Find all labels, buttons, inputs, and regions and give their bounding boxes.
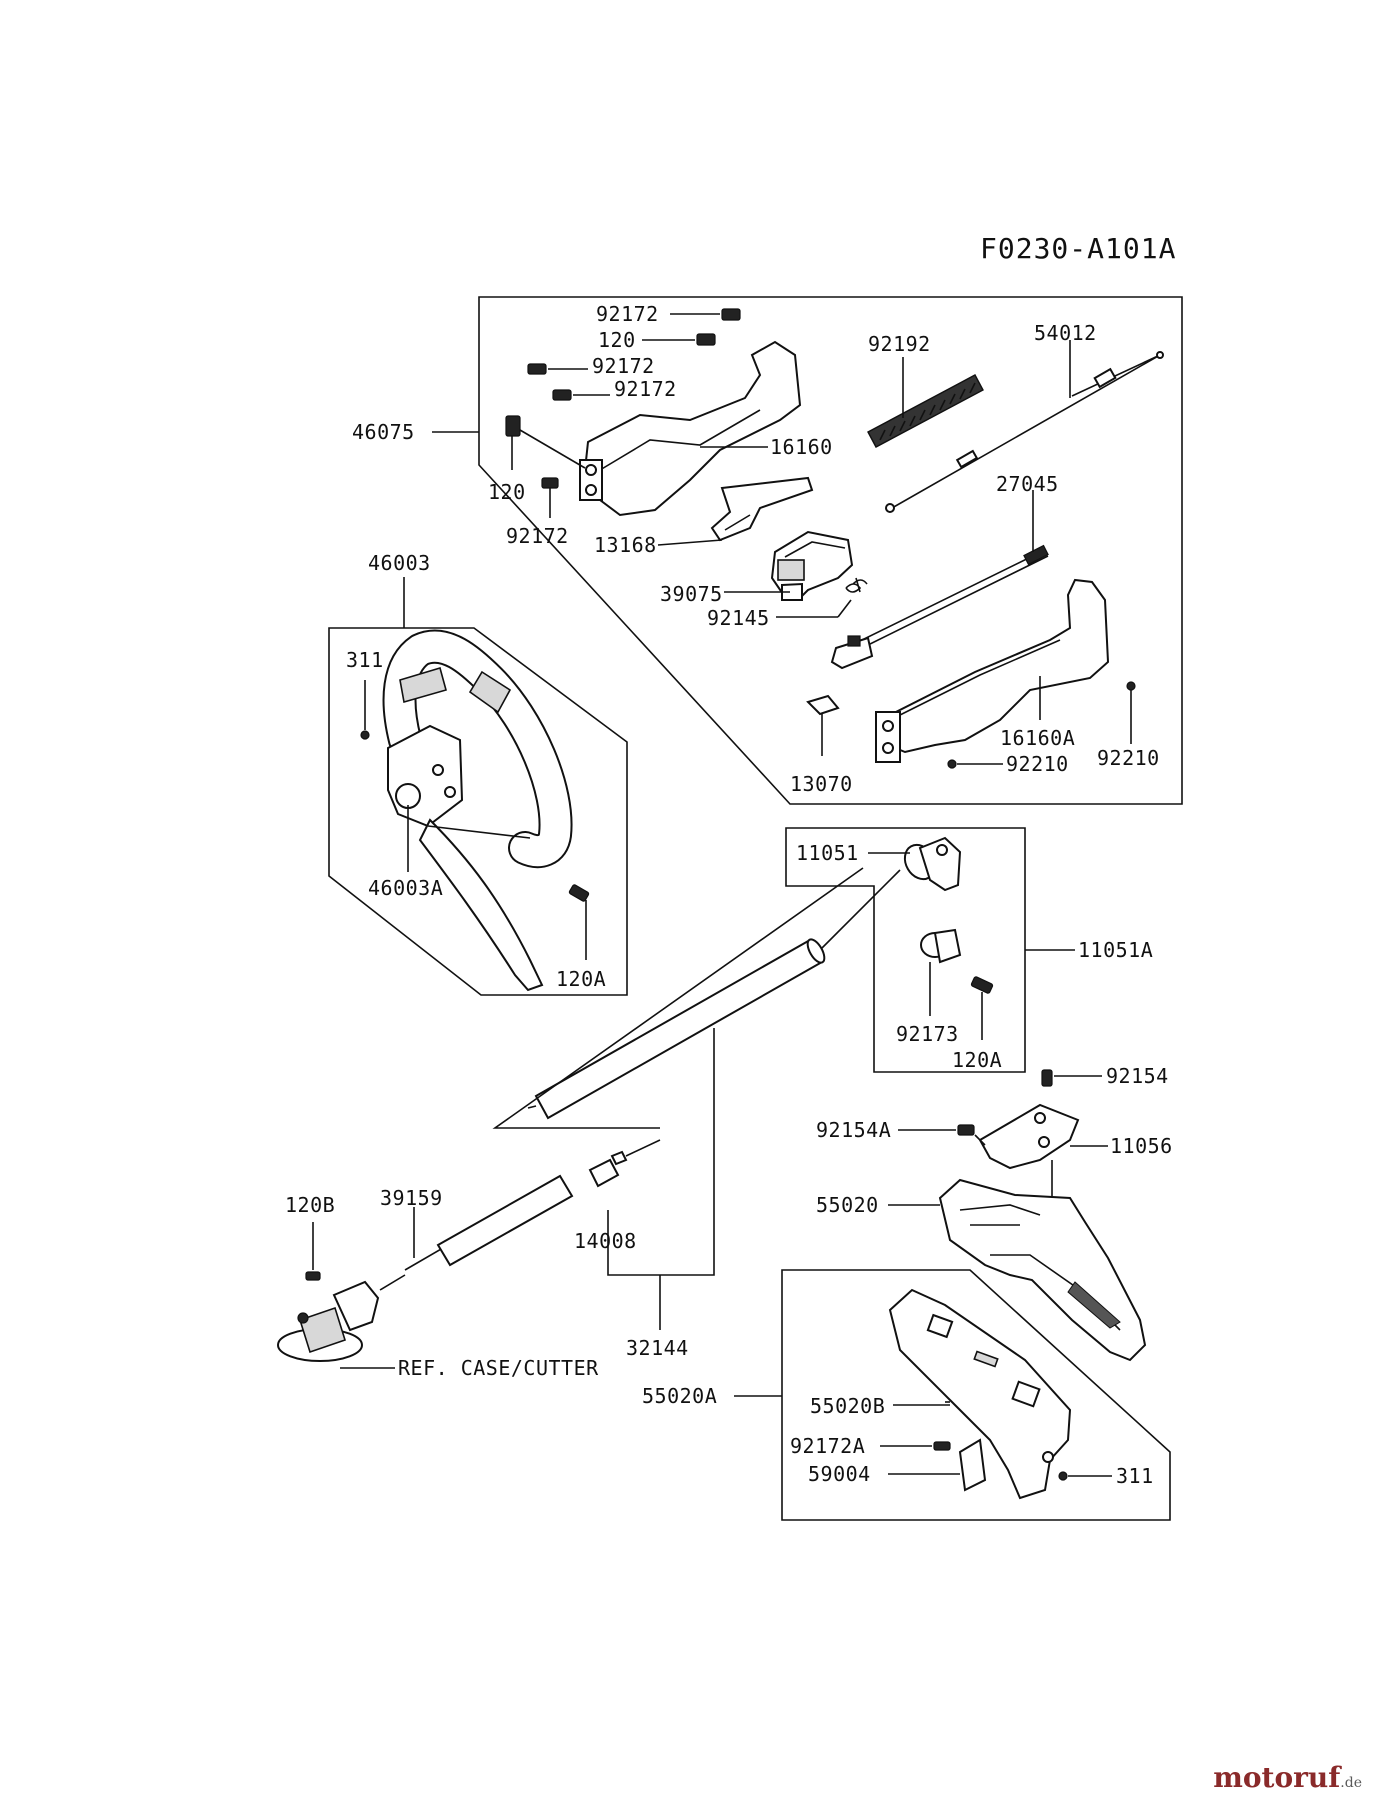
handle-assembly-frame — [478, 296, 1183, 805]
label-92154A: 92154A — [816, 1118, 891, 1142]
break-line-upper — [492, 867, 864, 1129]
inner-shaft — [404, 1139, 661, 1271]
label-120-top: 120 — [598, 328, 636, 352]
label-311-loop: 311 — [346, 648, 384, 672]
screw-120-top — [642, 333, 716, 346]
screw-92172-second — [527, 363, 588, 375]
guard-extension-frame — [781, 1269, 1171, 1521]
screw-92154A — [898, 1124, 986, 1146]
plate-59004 — [888, 1438, 987, 1492]
watermark-main: motoruf — [1213, 1761, 1341, 1794]
handle-16160A — [875, 578, 1110, 763]
label-13168: 13168 — [594, 533, 657, 557]
label-46003: 46003 — [368, 551, 431, 575]
label-46003A: 46003A — [368, 876, 443, 900]
bracket-11056 — [978, 1103, 1108, 1170]
nut-311-guard — [1058, 1471, 1112, 1481]
bolt-120A-loop — [568, 884, 590, 960]
spring-92145 — [845, 577, 868, 593]
label-11051A: 11051A — [1078, 938, 1153, 962]
label-46075: 46075 — [352, 420, 415, 444]
label-92172-left: 92172 — [506, 524, 569, 548]
loop-handle-frame — [328, 627, 628, 996]
label-92172-top: 92172 — [596, 302, 659, 326]
label-11051: 11051 — [796, 841, 859, 865]
label-55020B: 55020B — [810, 1394, 885, 1418]
label-13070: 13070 — [790, 772, 853, 796]
label-59004: 59004 — [808, 1462, 871, 1486]
label-92210-center: 92210 — [1006, 752, 1069, 776]
label-14008: 14008 — [574, 1229, 637, 1253]
clamp-11051 — [903, 836, 962, 964]
guard-55020 — [938, 1160, 1147, 1362]
screw-92154 — [1041, 1069, 1102, 1087]
label-120-left: 120 — [488, 480, 526, 504]
label-92172-second: 92172 — [592, 354, 655, 378]
gear-case-cutter — [277, 1274, 406, 1362]
watermark-suffix: .de — [1340, 1775, 1362, 1791]
label-120A-clamp: 120A — [952, 1048, 1002, 1072]
screw-120B — [305, 1222, 321, 1281]
label-92210-right: 92210 — [1097, 746, 1160, 770]
label-11056: 11056 — [1110, 1134, 1173, 1158]
clamp-frame — [785, 827, 1026, 1073]
label-27045: 27045 — [996, 472, 1059, 496]
screw-92172-third — [552, 389, 610, 401]
label-92172A: 92172A — [790, 1434, 865, 1458]
label-39159: 39159 — [380, 1186, 443, 1210]
bolt-120A-clamp — [970, 976, 994, 1040]
label-92172-third: 92172 — [614, 377, 677, 401]
label-16160A: 16160A — [1000, 726, 1075, 750]
guard-extension-55020B — [888, 1288, 1072, 1500]
throttle-cable-54012 — [885, 351, 1164, 513]
label-311-guard: 311 — [1116, 1464, 1154, 1488]
label-55020: 55020 — [816, 1193, 879, 1217]
clip-13070 — [806, 694, 840, 756]
label-54012: 54012 — [1034, 321, 1097, 345]
lever-39075 — [770, 530, 854, 601]
label-16160: 16160 — [770, 435, 833, 459]
label-39075: 39075 — [660, 582, 723, 606]
watermark-logo: motoruf.de — [1213, 1761, 1362, 1794]
screw-120-left — [505, 415, 586, 470]
screw-92172-left — [541, 477, 559, 518]
nut-92210-right — [1126, 681, 1136, 744]
label-55020A: 55020A — [642, 1384, 717, 1408]
label-120B: 120B — [285, 1193, 335, 1217]
loop-handle-46003 — [382, 629, 573, 992]
stop-switch-27045 — [830, 544, 1049, 670]
drive-tube — [527, 869, 901, 1120]
label-ref-case-cutter: REF. CASE/CUTTER — [398, 1356, 599, 1380]
label-92154: 92154 — [1106, 1064, 1169, 1088]
spring-92192 — [867, 374, 984, 448]
diagram-code: F0230-A101A — [980, 232, 1176, 265]
nut-311-loop — [360, 680, 370, 740]
screw-92172A — [880, 1441, 951, 1451]
screw-92172-top — [670, 308, 741, 321]
label-120A-loop: 120A — [556, 967, 606, 991]
label-92173: 92173 — [896, 1022, 959, 1046]
throttle-trigger-13168 — [710, 476, 814, 542]
label-92192: 92192 — [868, 332, 931, 356]
label-92145: 92145 — [707, 606, 770, 630]
handle-16160 — [579, 340, 802, 517]
label-32144: 32144 — [626, 1336, 689, 1360]
nut-92210-center — [947, 759, 1003, 769]
